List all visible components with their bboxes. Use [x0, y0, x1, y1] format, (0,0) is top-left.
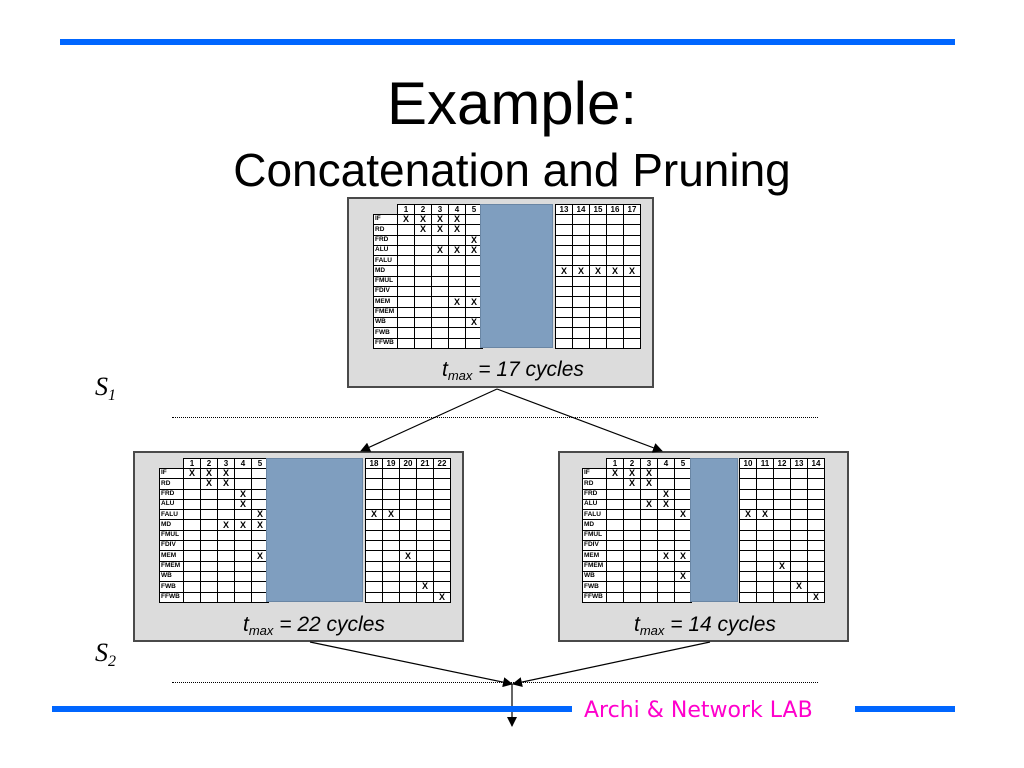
- stage-label-s2: S2: [95, 638, 116, 670]
- stage-divider-1: [172, 417, 818, 418]
- slide-title: Example:: [386, 70, 638, 137]
- omitted-cycles-block-top: [480, 204, 553, 348]
- top-rule: [60, 39, 955, 45]
- arrow-merge-right: [512, 641, 711, 688]
- arrow-to-right: [496, 388, 663, 453]
- footer-lab-name: Archi & Network LAB: [584, 698, 813, 723]
- stage-label-s1: S1: [95, 372, 116, 404]
- arrow-merge-left: [309, 641, 513, 688]
- stage-divider-2: [172, 682, 818, 683]
- bottom-rule-right: [855, 706, 955, 712]
- tmax-label-left: tmax = 22 cycles: [243, 613, 385, 638]
- slide-subtitle: Concatenation and Pruning: [233, 144, 791, 196]
- omitted-cycles-block-left: [266, 458, 363, 602]
- reservation-cell: [623, 337, 641, 349]
- tmax-label-top: tmax = 17 cycles: [442, 358, 584, 383]
- bottom-rule-left: [52, 706, 572, 712]
- tmax-label-right: tmax = 14 cycles: [634, 613, 776, 638]
- reservation-cell: X: [807, 591, 825, 603]
- omitted-cycles-block-right: [690, 458, 738, 602]
- reservation-cell: X: [433, 591, 451, 603]
- arrow-to-left: [360, 388, 498, 452]
